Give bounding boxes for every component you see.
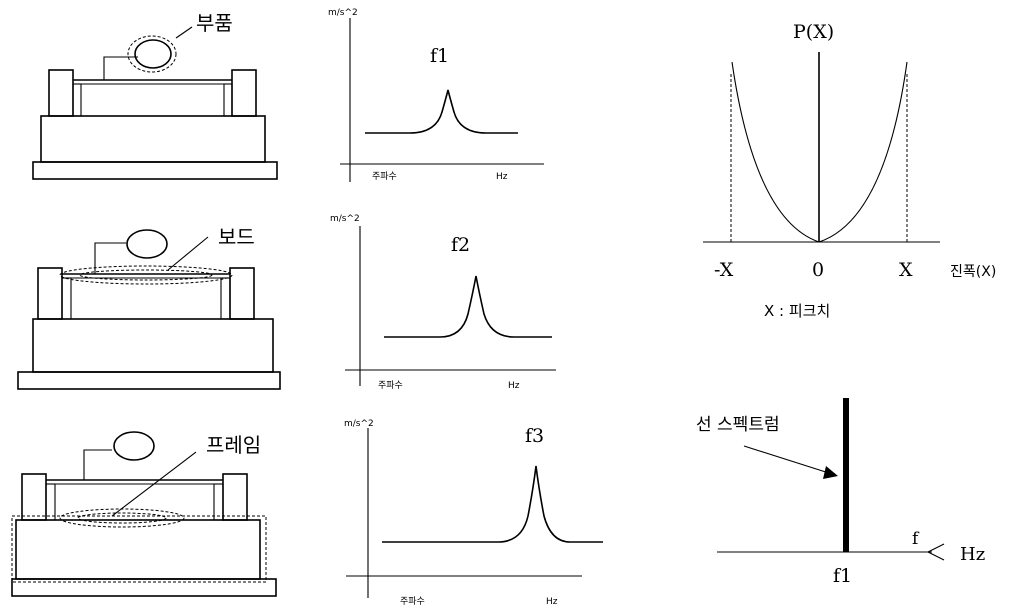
right-post-inner — [213, 483, 224, 521]
left-post-inner — [45, 483, 56, 521]
frame-highlight-oval — [59, 508, 185, 528]
frame-body — [15, 519, 261, 580]
peak-label: f1 — [833, 565, 852, 587]
right-post — [229, 267, 255, 320]
axis-arrow-lower — [927, 551, 945, 561]
spectrum-curve — [365, 89, 518, 134]
structure-component: 부품 — [32, 11, 278, 180]
pos-x-label: X — [899, 259, 913, 281]
right-post — [222, 473, 248, 521]
left-post — [37, 267, 63, 320]
neg-x-label: -X — [714, 259, 734, 281]
p-axis-label: P(X) — [793, 21, 834, 43]
structure-frame: 프레임 — [11, 431, 277, 597]
f-axis-label: f — [912, 529, 920, 549]
peak-label: f2 — [451, 234, 470, 256]
base-plate — [32, 161, 278, 180]
component-lead — [83, 449, 112, 480]
component-lead — [103, 56, 138, 80]
frame-highlight — [11, 515, 267, 583]
structure-board: 보드 — [17, 225, 281, 390]
left-post-inner — [61, 277, 72, 320]
spectrum-3: m/s^2 f3 주파수 Hz — [344, 419, 603, 607]
unit-label: Hz — [960, 544, 985, 565]
line-spectrum-plot: 선 스펙트럼 f Hz f1 — [696, 398, 985, 587]
frame-label: 프레임 — [206, 433, 261, 457]
axis-arrow-upper — [927, 543, 945, 553]
component-oval — [126, 229, 168, 259]
component-oval — [113, 431, 155, 461]
line-spectrum-label: 선 스펙트럼 — [696, 415, 780, 435]
spectrum-curve — [384, 275, 552, 338]
zero-label: 0 — [812, 259, 824, 281]
right-post-inner — [223, 83, 233, 117]
frame-body — [32, 318, 274, 373]
peak-label: f3 — [525, 425, 544, 447]
component-lead — [94, 242, 126, 274]
amplitude-axis-label: 진폭(X) — [950, 264, 996, 280]
right-post-inner — [220, 277, 231, 320]
spectrum-2: m/s^2 f2 주파수 Hz — [330, 214, 556, 391]
x-axis-label: 주파수 — [372, 171, 397, 182]
board-leader — [167, 236, 209, 271]
y-axis-label: m/s^2 — [328, 8, 358, 18]
board-highlight — [59, 265, 233, 285]
arrowhead-icon — [823, 466, 838, 479]
frame-leader — [111, 451, 197, 517]
board-highlight-inner — [79, 269, 213, 281]
base-plate — [17, 371, 281, 390]
component-highlight — [127, 35, 177, 73]
x-axis-unit: Hz — [508, 381, 520, 391]
y-axis-label: m/s^2 — [344, 419, 374, 429]
frame-highlight-oval-inner — [77, 512, 167, 524]
y-axis-label: m/s^2 — [330, 214, 360, 224]
component-oval — [134, 39, 172, 69]
x-axis-unit: Hz — [546, 597, 558, 607]
x-axis-label: 주파수 — [400, 596, 425, 607]
component-label: 부품 — [196, 11, 233, 35]
right-post — [231, 69, 257, 117]
distribution-plot: P(X) -X 0 X 진폭(X) X : 피크치 — [703, 21, 996, 320]
line-spectrum-leader — [743, 445, 833, 475]
distribution-curve — [731, 61, 908, 243]
x-axis-unit: Hz — [496, 172, 508, 182]
spectrum-curve — [382, 465, 603, 543]
left-post — [21, 473, 47, 521]
frame-body — [40, 115, 266, 163]
left-post — [48, 69, 74, 117]
left-post-inner — [72, 83, 82, 117]
spectrum-1: m/s^2 f1 주파수 Hz — [328, 8, 544, 182]
component-leader — [175, 26, 193, 39]
board-label: 보드 — [218, 225, 255, 249]
peak-value-note: X : 피크치 — [764, 302, 830, 320]
peak-label: f1 — [430, 45, 449, 67]
x-axis-label: 주파수 — [378, 380, 403, 391]
